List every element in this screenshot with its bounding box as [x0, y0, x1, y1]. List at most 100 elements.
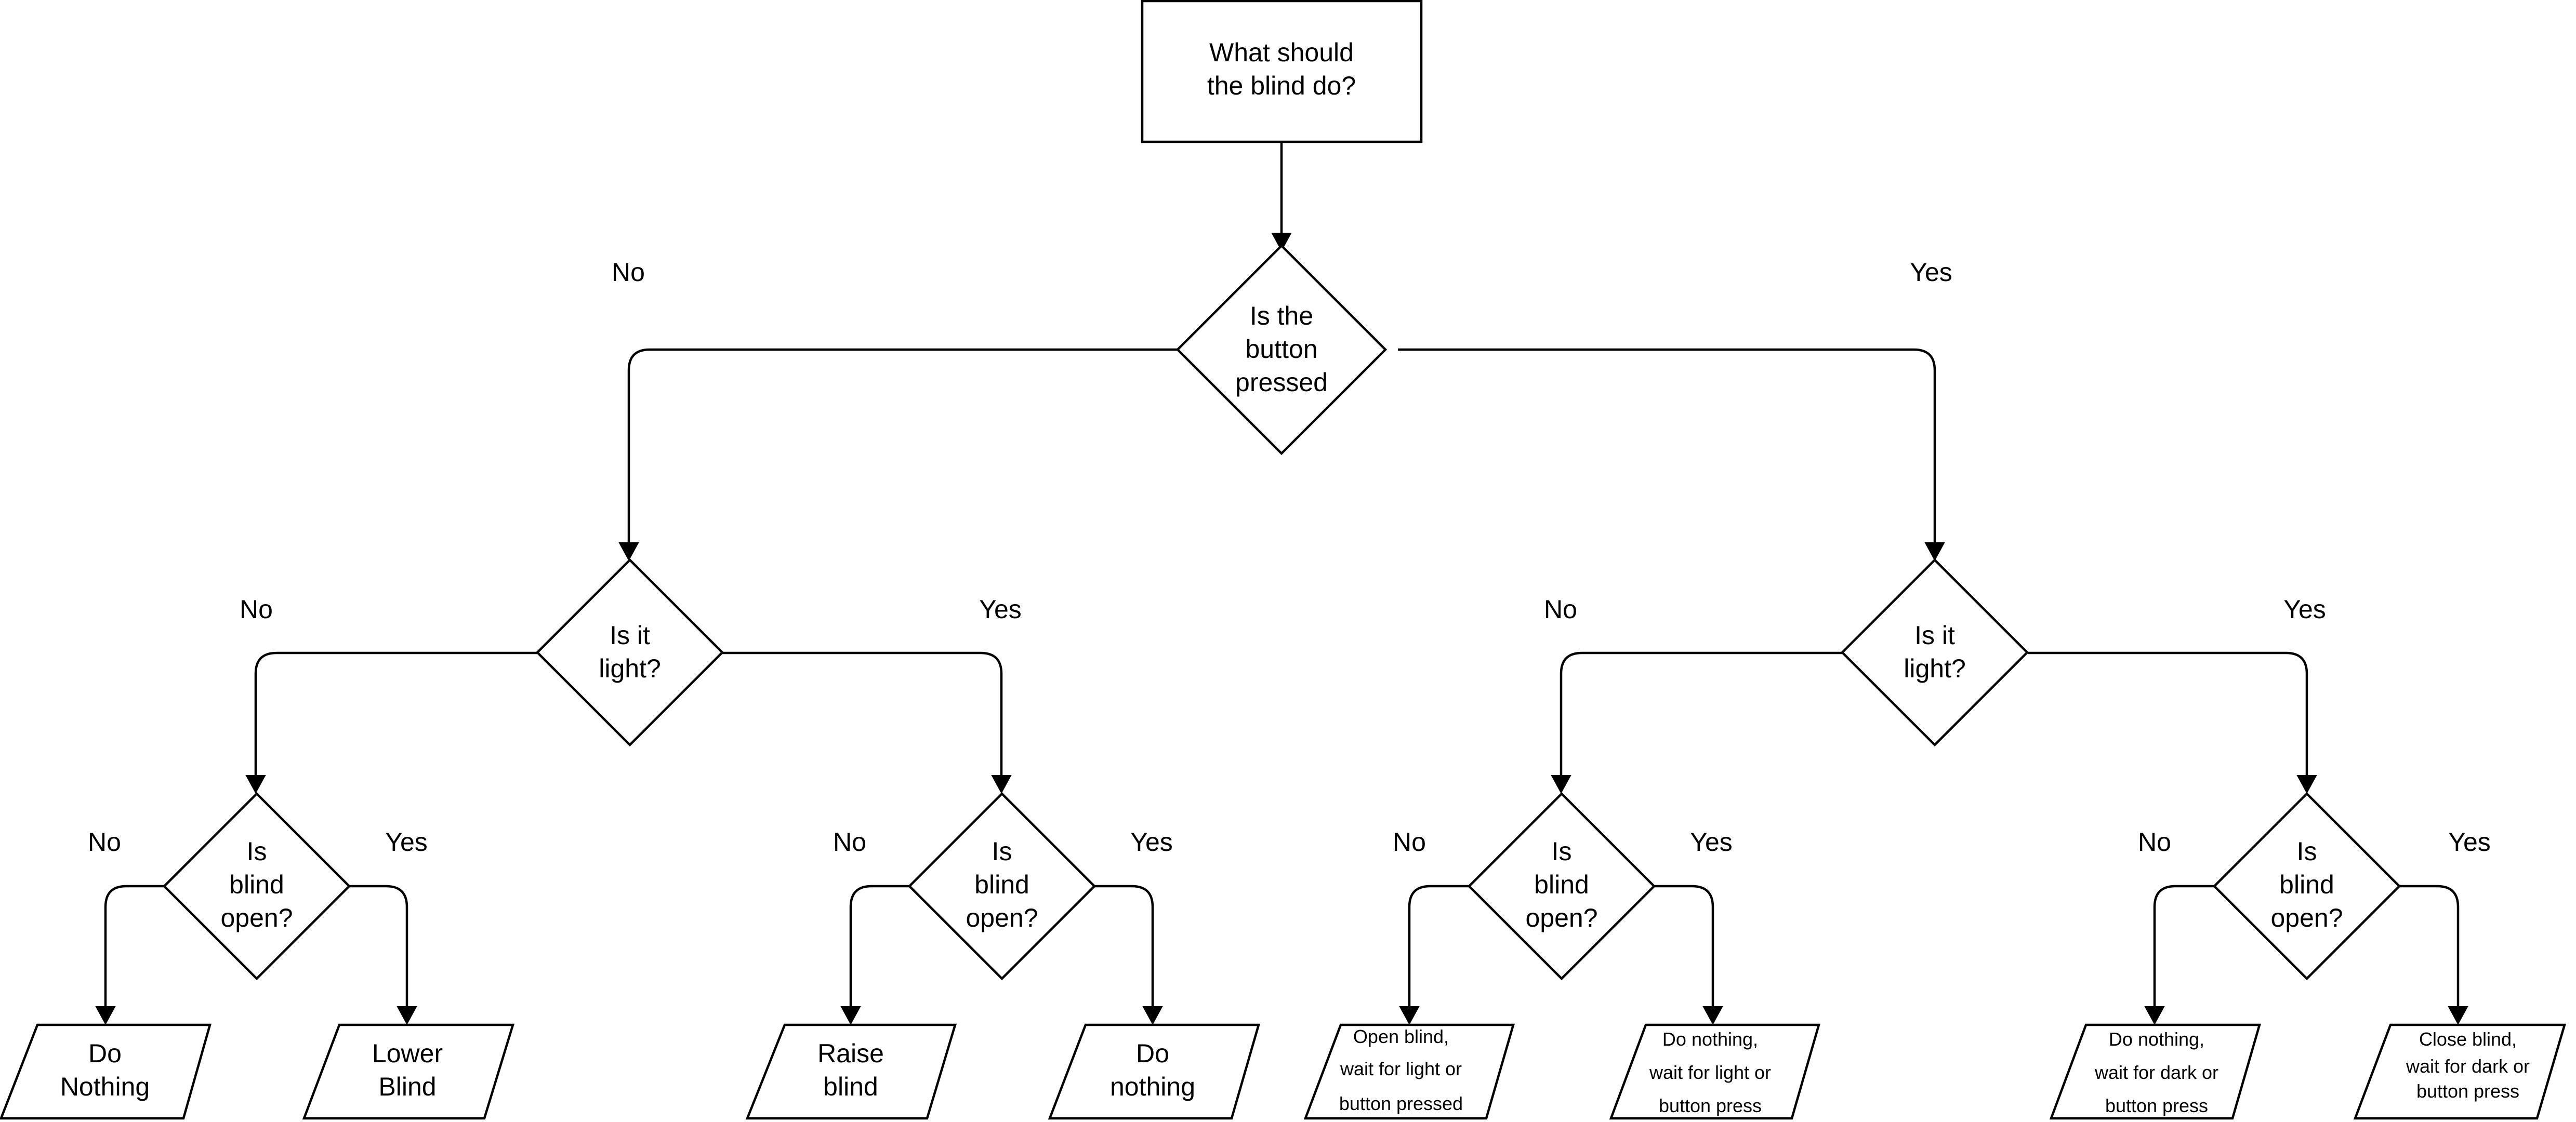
decision-button-pressed: Is the button pressed: [1175, 244, 1388, 456]
connector-open4-no: [2153, 885, 2214, 1007]
decision-is-light-left-line-1: Is it: [610, 621, 650, 650]
outcome-do-nothing-line-2: Nothing: [60, 1072, 150, 1101]
decision-is-light-right: Is it light?: [1840, 558, 2029, 747]
arrowhead: [618, 542, 639, 562]
branch-label-light-left-no: No: [240, 595, 273, 624]
outcome-close-blind-wait-line-2: wait for dark or: [2406, 1056, 2530, 1077]
decision-button-pressed-line-3: pressed: [1235, 368, 1328, 397]
outcome-do-nothing-wait-dark-line-1: Do nothing,: [2109, 1028, 2204, 1050]
outcome-do-nothing-wait-dark-line-2: wait for dark or: [2094, 1062, 2218, 1083]
connector-open1-no: [104, 885, 164, 1007]
decision-blind-open-1-line-3: open?: [220, 903, 293, 932]
decision-blind-open-4-line-3: open?: [2270, 903, 2343, 932]
branch-label-open4-no: No: [2138, 827, 2171, 857]
branch-label-open1-no: No: [88, 827, 121, 857]
outcome-lower-blind-line-1: Lower: [372, 1039, 443, 1068]
arrowhead: [1399, 1006, 1420, 1025]
outcome-do-nothing-wait-light-line-3: button press: [1659, 1095, 1762, 1116]
outcome-do-nothing-2: Do nothing: [1048, 1023, 1260, 1120]
connector-light-left-no: [254, 651, 537, 776]
branch-label-open4-yes: Yes: [2448, 827, 2491, 857]
connector-open1-yes: [349, 885, 408, 1007]
connector-open4-yes: [2399, 885, 2460, 1007]
outcome-do-nothing-wait-light-line-1: Do nothing,: [1662, 1028, 1758, 1050]
start-node: What should the blind do?: [1141, 0, 1423, 143]
connector-open3-yes: [1654, 885, 1714, 1007]
outcome-do-nothing-wait-light-line-2: wait for light or: [1649, 1062, 1771, 1083]
connector-light-right-yes: [2028, 651, 2308, 776]
outcome-close-blind-wait: Close blind, wait for dark or button pre…: [2353, 1023, 2567, 1120]
outcome-open-blind-wait-line-2: wait for light or: [1340, 1058, 1462, 1079]
decision-blind-open-3-line-1: Is: [1552, 837, 1572, 866]
arrowhead: [95, 1006, 116, 1025]
branch-label-light-left-yes: Yes: [979, 595, 1022, 624]
decision-is-light-right-line-2: light?: [1904, 654, 1966, 683]
arrowhead: [1271, 233, 1292, 252]
outcome-open-blind-wait: Open blind, wait for light or button pre…: [1303, 1023, 1515, 1120]
outcome-do-nothing-line-1: Do: [88, 1039, 122, 1068]
outcome-do-nothing-2-line-2: nothing: [1110, 1072, 1195, 1101]
arrowhead: [1551, 775, 1571, 794]
arrowhead: [991, 775, 1012, 794]
branch-label-open3-yes: Yes: [1690, 827, 1733, 857]
arrowhead: [245, 775, 266, 794]
arrowhead: [2144, 1006, 2165, 1025]
decision-blind-open-2: Is blind open?: [907, 792, 1097, 981]
decision-blind-open-4-line-1: Is: [2297, 837, 2317, 866]
outcome-raise-blind-line-2: blind: [823, 1072, 878, 1101]
branch-label-root-yes: Yes: [1910, 258, 1952, 287]
decision-is-light-left: Is it light?: [535, 558, 724, 747]
outcome-open-blind-wait-line-1: Open blind,: [1353, 1026, 1449, 1047]
decision-blind-open-3: Is blind open?: [1467, 792, 1656, 981]
branch-label-open2-no: No: [833, 827, 866, 857]
decision-blind-open-4-line-2: blind: [2279, 870, 2334, 899]
connector-light-right-no: [1560, 651, 1842, 776]
connectors: [95, 142, 2468, 1025]
decision-button-pressed-line-1: Is the: [1250, 301, 1313, 330]
branch-label-light-right-no: No: [1544, 595, 1577, 624]
decision-button-pressed-line-2: button: [1245, 335, 1317, 364]
branch-label-root-no: No: [612, 258, 645, 287]
decision-blind-open-4: Is blind open?: [2212, 792, 2401, 981]
arrowhead: [1924, 542, 1945, 562]
decision-blind-open-3-line-2: blind: [1534, 870, 1589, 899]
connector-light-left-yes: [722, 651, 1003, 776]
outcome-lower-blind: Lower Blind: [302, 1023, 515, 1120]
branch-label-open1-yes: Yes: [385, 827, 428, 857]
outcome-close-blind-wait-line-1: Close blind,: [2419, 1028, 2517, 1050]
decision-blind-open-2-line-2: blind: [974, 870, 1029, 899]
decision-blind-open-1-line-1: Is: [247, 837, 267, 866]
decision-blind-open-3-line-3: open?: [1525, 903, 1597, 932]
start-node-line-2: the blind do?: [1207, 71, 1356, 100]
outcome-close-blind-wait-line-3: button press: [2416, 1080, 2519, 1102]
connector-open2-yes: [1094, 885, 1154, 1007]
connector-root-no: [627, 348, 1177, 543]
decision-is-light-right-line-1: Is it: [1914, 621, 1955, 650]
arrowhead: [2448, 1006, 2468, 1025]
connector-root-yes: [1398, 348, 1936, 543]
outcome-raise-blind: Raise blind: [745, 1023, 957, 1120]
arrowhead: [397, 1006, 417, 1025]
outcome-do-nothing: Do Nothing: [0, 1023, 212, 1120]
outcome-open-blind-wait-line-3: button pressed: [1339, 1093, 1463, 1114]
outcome-raise-blind-line-1: Raise: [817, 1039, 884, 1068]
outcome-do-nothing-wait-dark: Do nothing, wait for dark or button pres…: [2049, 1023, 2261, 1120]
decision-blind-open-1-line-2: blind: [229, 870, 284, 899]
decision-blind-open-1: Is blind open?: [162, 792, 351, 981]
arrowhead: [1142, 1006, 1163, 1025]
branch-label-open2-yes: Yes: [1130, 827, 1173, 857]
decision-blind-open-2-line-1: Is: [992, 837, 1012, 866]
outcome-do-nothing-wait-light: Do nothing, wait for light or button pre…: [1609, 1023, 1820, 1120]
connector-open3-no: [1408, 885, 1469, 1007]
branch-label-open3-no: No: [1393, 827, 1426, 857]
outcome-lower-blind-line-2: Blind: [378, 1072, 436, 1101]
outcome-do-nothing-2-line-1: Do: [1136, 1039, 1169, 1068]
arrowhead: [1702, 1006, 1723, 1025]
decision-is-light-left-line-2: light?: [599, 654, 661, 683]
start-node-line-1: What should: [1209, 38, 1354, 67]
connector-open2-no: [849, 885, 909, 1007]
arrowhead: [2296, 775, 2317, 794]
outcome-do-nothing-wait-dark-line-3: button press: [2105, 1095, 2208, 1116]
branch-label-light-right-yes: Yes: [2283, 595, 2326, 624]
